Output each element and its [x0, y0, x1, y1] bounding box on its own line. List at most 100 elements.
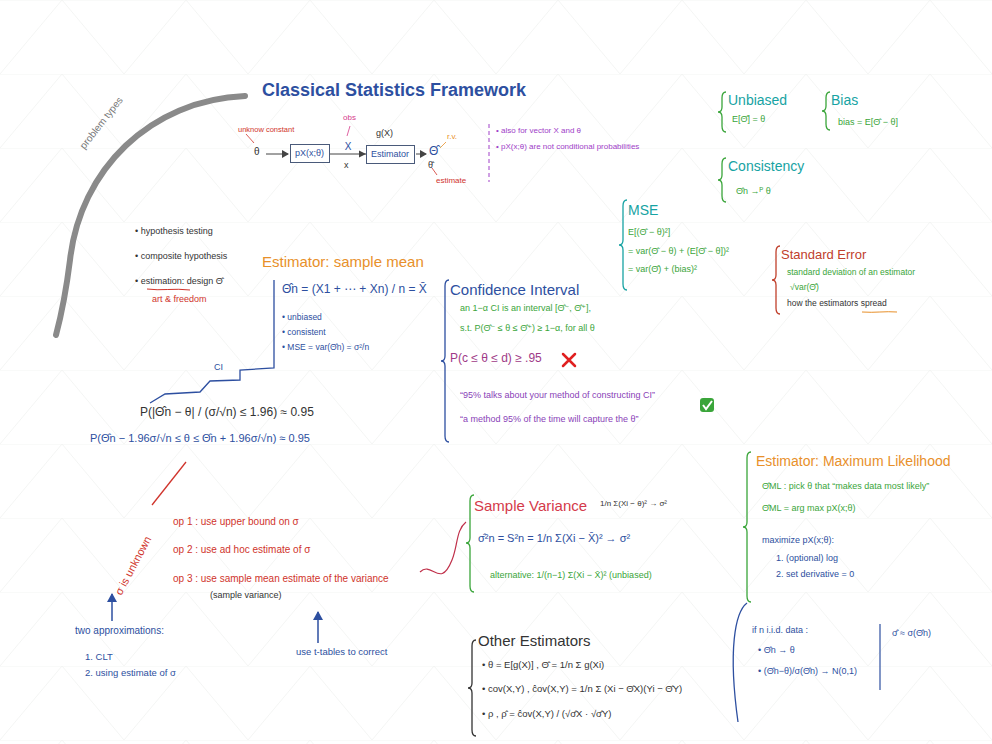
formula: E[(Θ̂ − θ)²] — [628, 227, 670, 237]
option: op 2 : use ad hoc estimate of σ — [173, 544, 310, 556]
leader-line — [347, 126, 350, 136]
box-text: pX(x;θ) — [295, 148, 324, 158]
heading: Bias — [831, 92, 858, 108]
heading: Consistency — [728, 158, 804, 174]
bullet: • (Θ̂n−θ)/σ(Θ̂n) → N(0,1) — [758, 666, 857, 676]
brace — [718, 158, 726, 202]
up-arrow — [111, 594, 113, 621]
note: if n i.i.d. data : — [752, 625, 808, 635]
heading: Sample Variance — [474, 497, 587, 514]
step: 1. (optional) log — [776, 553, 838, 563]
output-arrow — [416, 154, 426, 155]
divider — [489, 124, 490, 182]
note: 1. CLT — [85, 652, 113, 663]
squiggle — [420, 522, 466, 574]
symbol: g(X) — [376, 128, 393, 138]
annotation: estimate — [436, 176, 466, 185]
symbol: x — [344, 160, 349, 170]
note: standard deviation of an estimator — [787, 268, 915, 278]
input-arrow — [266, 154, 288, 155]
note: art & freedom — [152, 294, 207, 304]
bullet: • estimation: design Θ̂ — [135, 276, 223, 286]
problem-arc — [56, 96, 245, 335]
brace — [743, 452, 751, 602]
brace — [468, 640, 476, 736]
divider — [879, 624, 880, 690]
brace — [772, 246, 780, 314]
leader-line — [440, 142, 446, 148]
brace — [466, 495, 474, 592]
bullet: • θ = E[g(X)] , Θ̂ = 1/n Σ g(Xi) — [482, 660, 604, 671]
brace — [441, 280, 449, 442]
check-mark — [703, 401, 712, 409]
bullet: • consistent — [282, 328, 326, 338]
heading: Other Estimators — [478, 632, 591, 649]
leader-line — [246, 134, 254, 143]
bullet: • unbiased — [282, 313, 322, 323]
formula: Θ̂ML = arg max pX(x;θ) — [762, 503, 855, 513]
wrong-mark — [563, 354, 575, 366]
formula: alternative: 1/(n−1) Σ(Xi − X̄)² (unbias… — [490, 570, 652, 580]
step: 2. set derivative = 0 — [776, 569, 854, 579]
flow-arrow — [330, 151, 366, 158]
ci-connector — [150, 280, 274, 403]
heading: Confidence Interval — [450, 281, 579, 298]
symbol: θ — [254, 146, 260, 158]
formula: σ̂ ≈ σ(Θ̂n) — [892, 628, 931, 638]
note: maximize pX(x;θ): — [762, 535, 834, 545]
formula: P(|Θ̂n − θ| / (σ/√n) ≤ 1.96) ≈ 0.95 — [140, 406, 314, 420]
quote: “95% talks about your method of construc… — [460, 390, 655, 400]
brace — [822, 92, 830, 130]
definition: Θ̂ML : pick θ that “makes data most like… — [762, 481, 929, 491]
bullet: • composite hypothesis — [135, 251, 227, 261]
annotation: obs — [343, 113, 356, 122]
heading: Estimator: Maximum Likelihood — [756, 453, 951, 469]
brace — [733, 603, 747, 722]
formula: σ̂²n = S²n = 1/n Σ(Xi − X̄)² → σ² — [478, 532, 630, 545]
annotation: r.v. — [447, 132, 457, 141]
process-box: pX(x;θ) — [290, 144, 330, 163]
up-arrow — [317, 612, 319, 643]
option: op 3 : use sample mean estimate of the v… — [173, 573, 389, 585]
symbol: Θ̂ — [429, 145, 438, 159]
definition: s.t. P(Θ̂⁻ ≤ θ ≤ Θ̂⁺) ≥ 1−α, for all θ — [460, 323, 595, 333]
heading: Standard Error — [781, 248, 866, 263]
heading: MSE — [628, 202, 658, 218]
process-box: Estimator — [366, 145, 415, 164]
quote: “a method 95% of the time will capture t… — [460, 414, 639, 424]
formula: P(Θ̂n − 1.96σ/√n ≤ θ ≤ Θ̂n + 1.96σ/√n) ≈… — [90, 432, 310, 445]
note: 2. using estimate of σ — [85, 668, 176, 679]
note: use t-tables to correct — [296, 647, 387, 658]
note: • also for vector X and θ — [496, 126, 581, 135]
bullet: • ρ , ρ̂ = ĉov(X,Y) / (√σ̂X · √σ̂Y) — [482, 709, 611, 720]
formula: P(c ≤ θ ≤ d) ≥ .95 — [450, 352, 542, 366]
definition: an 1−α CI is an interval [Θ̂⁻, Θ̂⁺], — [460, 303, 591, 313]
note: (sample variance) — [210, 590, 282, 600]
edge-label: X — [345, 141, 352, 153]
formula: Θ̂n →ᴾ θ — [736, 186, 771, 196]
note: two approximations: — [75, 625, 164, 637]
option: op 1 : use upper bound on σ — [173, 516, 299, 528]
heading: Unbiased — [728, 92, 787, 108]
annotation: unknow constant — [238, 126, 294, 135]
formula: 1/n Σ(Xi − θ)² → σ² — [600, 499, 667, 508]
underline — [147, 289, 190, 290]
brace — [619, 200, 627, 290]
underline — [862, 311, 897, 313]
bullet: • cov(X,Y) , ĉov(X,Y) = 1/n Σ (Xi − Θ̂X)… — [482, 684, 682, 695]
check-mark — [700, 398, 714, 412]
connector-label: CI — [214, 362, 223, 372]
note: how the estimators spread — [787, 299, 887, 309]
branch-line — [152, 462, 186, 505]
symbol: θ̂ — [428, 160, 433, 170]
formula: √var(Θ̂) — [790, 283, 819, 293]
formula: Θ̂n = (X1 + ⋯ + Xn) / n = X̄ — [282, 283, 427, 297]
formula: E[Θ̂] = θ — [732, 114, 765, 124]
heading: Estimator: sample mean — [262, 253, 424, 270]
bullet: • MSE = var(Θ̂n) = σ²/n — [282, 343, 369, 353]
box-text: Estimator — [371, 149, 409, 159]
brace — [718, 92, 726, 132]
formula: bias = E[Θ̂ − θ] — [838, 117, 898, 127]
